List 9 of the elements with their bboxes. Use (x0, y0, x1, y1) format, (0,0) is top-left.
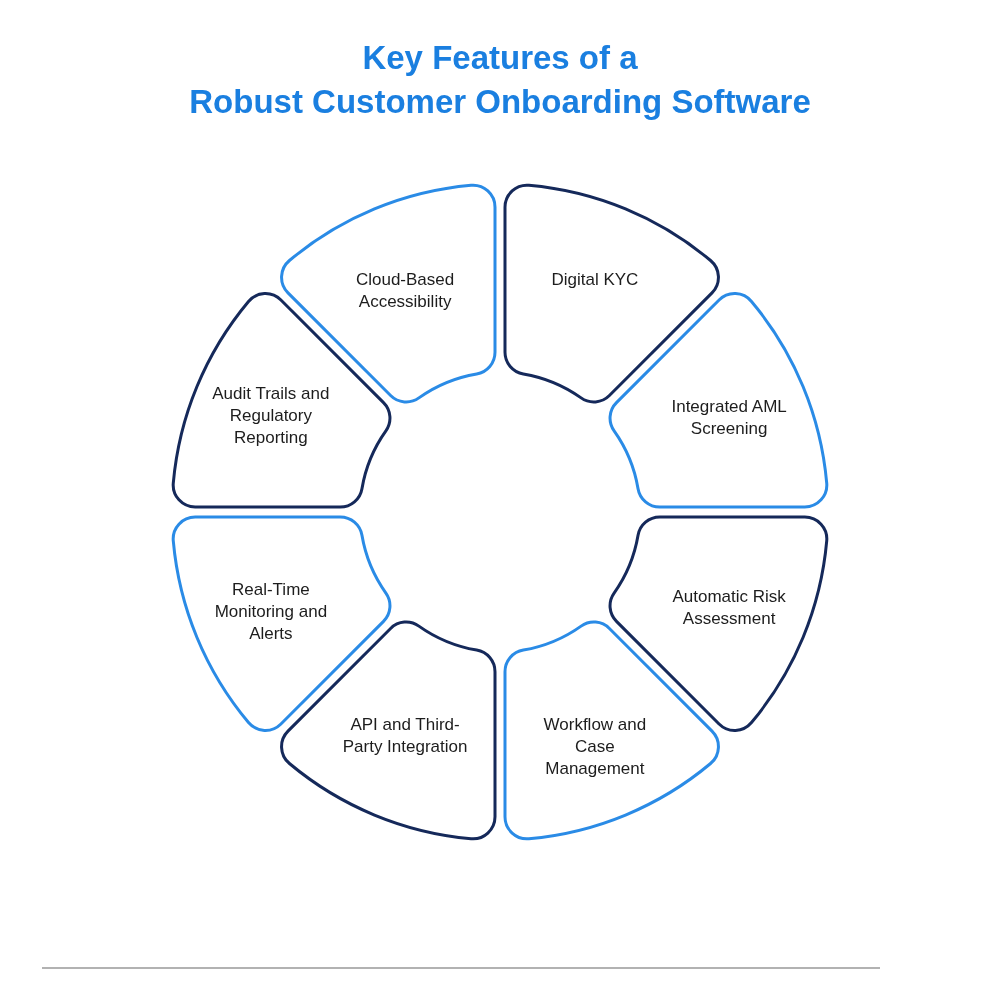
feature-label: Real-Time Monitoring and Alerts (213, 579, 329, 646)
feature-label: Workflow and Case Management (542, 713, 648, 780)
feature-label: Audit Trails and Regulatory Reporting (211, 382, 331, 449)
feature-label: Cloud-Based Accessibility (354, 269, 456, 314)
feature-label: Digital KYC (550, 269, 640, 292)
title: Key Features of a Robust Customer Onboarding Software (188, 38, 812, 122)
feature-label: Automatic Risk Assessment (671, 586, 787, 631)
feature-label: API and Third-Party Integration (341, 713, 469, 758)
feature-label: Integrated AML Screening (670, 396, 788, 441)
